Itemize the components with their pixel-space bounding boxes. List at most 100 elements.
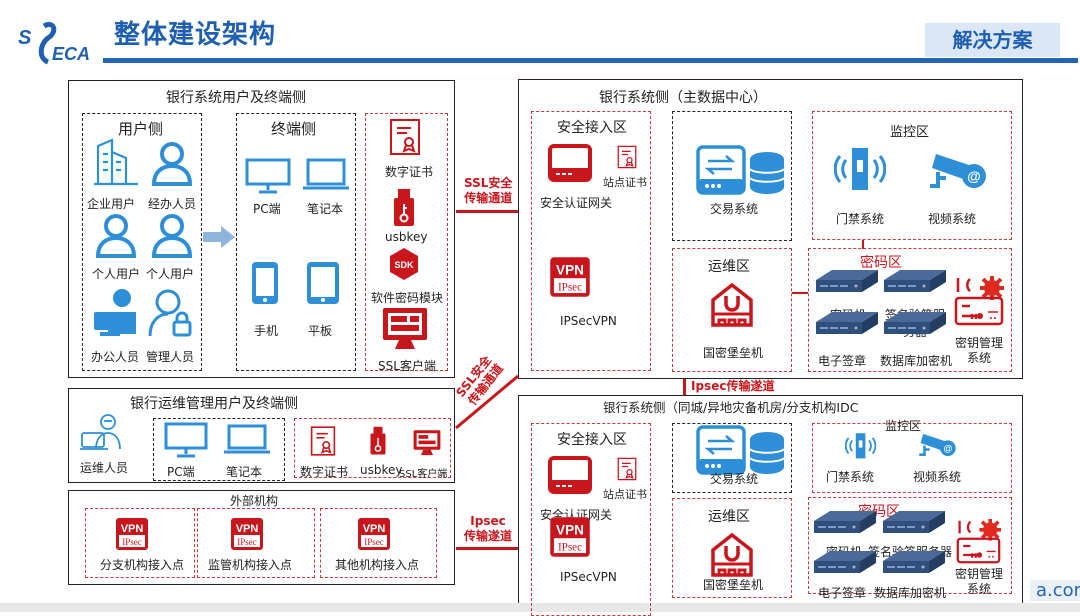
org-label: 监管机构接入点 xyxy=(208,558,293,572)
trade-system-label: 交易系统 xyxy=(710,202,759,216)
site-cert-icon xyxy=(617,457,637,485)
bastion-host-label: 国密堡垒机 xyxy=(703,578,764,592)
crypto-device-icon xyxy=(812,509,878,541)
user-group-title: 用户侧 xyxy=(118,120,164,138)
site-cert-label: 站点证书 xyxy=(603,488,647,501)
crypto-device-icon xyxy=(814,268,880,300)
crypto-device-icon xyxy=(882,310,948,342)
ipsec-channel-line xyxy=(456,547,518,550)
security-gateway-label: 安全认证网关 xyxy=(540,196,613,210)
backup-dc-panel xyxy=(518,395,1023,605)
ssl-channel-line xyxy=(456,210,518,213)
svg-text:@: @ xyxy=(967,168,981,184)
user-label: 个人用户 xyxy=(146,267,195,281)
org-access-point xyxy=(197,508,315,578)
crypto-device-label: 电子签章 xyxy=(818,354,867,368)
backup_dc-ops-zone xyxy=(672,498,792,598)
main-dc-title: 银行系统侧（主数据中心） xyxy=(599,90,767,106)
terminal-label: 笔记本 xyxy=(307,202,344,216)
ops-user-side-title: 银行运维管理用户及终端侧 xyxy=(130,396,298,412)
backup_dc-monitor-title: 监控区 xyxy=(885,419,922,433)
external-orgs-title: 外部机构 xyxy=(230,494,279,508)
ops-security-label: usbkey xyxy=(360,463,403,477)
user-icon xyxy=(151,142,193,186)
crypto-device-label: 电子签章 xyxy=(818,586,867,600)
key-management-label: 密钥管理系统 xyxy=(954,336,1003,365)
user-group xyxy=(82,113,202,371)
user-label: 经办人员 xyxy=(148,197,197,211)
main_dc-access-zone xyxy=(531,111,651,371)
svg-text:S: S xyxy=(18,27,32,49)
ssl-client-icon xyxy=(413,430,441,456)
bottom-strip xyxy=(0,603,1080,612)
tablet-icon xyxy=(307,262,339,304)
backup_dc-trade-zone xyxy=(672,423,792,493)
user-icon xyxy=(151,214,193,258)
key-management-icon xyxy=(956,519,1003,569)
ipsec-mid-line xyxy=(683,378,686,396)
org-label: 分支机构接入点 xyxy=(100,558,185,572)
security-label: 数字证书 xyxy=(385,165,434,179)
ops-user-side-panel xyxy=(68,388,455,483)
site-cert-icon xyxy=(617,145,637,173)
access-control-label: 门禁系统 xyxy=(836,212,885,226)
user-label: 个人用户 xyxy=(92,267,141,281)
user-label: 管理人员 xyxy=(146,350,195,364)
svg-text:IPsec: IPsec xyxy=(558,282,582,294)
crypto-device-label: 数据库加密机 xyxy=(874,586,947,600)
crypto-device-icon xyxy=(814,310,880,342)
main_dc-crypto-title: 密码区 xyxy=(860,255,902,271)
main_dc-monitor-title: 监控区 xyxy=(890,125,930,140)
footer-url: a.com xyxy=(1030,580,1080,601)
page-title: 整体建设架构 xyxy=(114,20,277,50)
user-icon xyxy=(95,214,137,258)
camera-icon: @ xyxy=(928,148,988,198)
ssl-channel-diagonal: SSL安全 传输通道 xyxy=(453,352,519,430)
phone-icon xyxy=(252,262,278,304)
ipsec-vpn-label: IPSecVPN xyxy=(560,314,617,328)
ops-security-label: 数字证书 xyxy=(300,465,349,479)
backup_dc-ops-zone-title: 运维区 xyxy=(708,509,750,525)
crypto-device-label: 数据库加密机 xyxy=(880,354,953,368)
terminal-group xyxy=(236,113,356,371)
svg-text:ECA: ECA xyxy=(52,44,90,64)
pc-icon xyxy=(245,158,291,194)
main_dc-ops-zone xyxy=(672,248,792,372)
channel-text: 传输遂道 xyxy=(464,529,513,543)
main_dc-trade-zone xyxy=(672,111,792,241)
access-control-icon xyxy=(833,146,887,196)
backup_dc-monitor-zone xyxy=(812,423,1012,493)
crypto-device-icon xyxy=(881,549,947,581)
ops-terminal-group xyxy=(153,418,285,481)
office-worker-icon xyxy=(94,289,136,336)
ops-person-icon xyxy=(80,414,121,450)
trade-system-label: 交易系统 xyxy=(710,472,759,486)
svg-text:IPsec: IPsec xyxy=(237,537,257,547)
pc-icon xyxy=(164,422,208,458)
main-dc-panel xyxy=(518,79,1023,379)
main_dc-monitor-zone xyxy=(812,111,1012,240)
main_dc-crypto-zone xyxy=(808,248,1012,372)
svg-text:IPsec: IPsec xyxy=(122,537,142,547)
access-control-icon xyxy=(844,432,877,462)
bastion-host-icon xyxy=(709,532,755,582)
ssl-channel-label: SSL安全传输通道 xyxy=(464,176,512,206)
svg-text:IPsec: IPsec xyxy=(558,542,582,554)
sheca-logo: S ECA xyxy=(18,22,90,65)
ops-crypto-connector xyxy=(792,292,808,294)
svg-text:IPsec: IPsec xyxy=(364,537,384,547)
backup_dc-crypto-zone xyxy=(808,497,1012,594)
trade-system-icon xyxy=(696,425,786,481)
bastion-host-label: 国密堡垒机 xyxy=(703,346,764,360)
ops-terminal-label: 笔记本 xyxy=(226,465,263,479)
camera-icon: @ xyxy=(918,430,957,463)
certificate-icon xyxy=(310,426,336,456)
video-system-label: 视频系统 xyxy=(913,470,962,484)
svg-text:VPN: VPN xyxy=(121,523,144,535)
ops-person-label: 运维人员 xyxy=(80,461,129,475)
svg-text:SDK: SDK xyxy=(394,260,414,270)
